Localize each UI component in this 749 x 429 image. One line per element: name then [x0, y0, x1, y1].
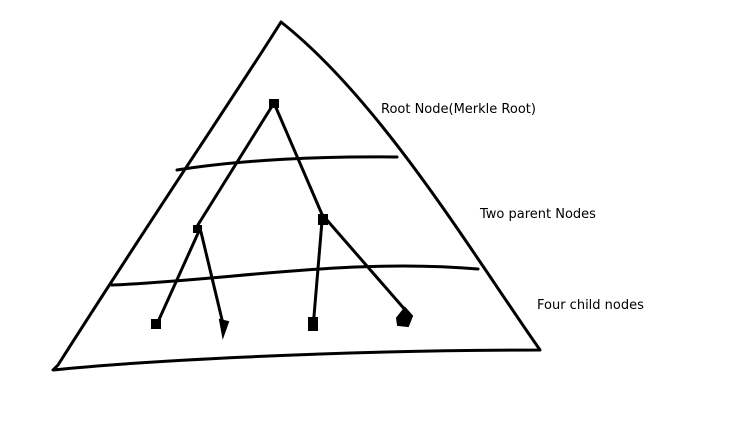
- child-node-1: [151, 319, 161, 329]
- edge-root-right-parent: [272, 101, 326, 221]
- parent-nodes-label: Two parent Nodes: [480, 207, 596, 222]
- root-node: [269, 99, 279, 108]
- pyramid-outline: [51, 20, 542, 372]
- edge-right-parent-child-4: [324, 217, 409, 314]
- edge-root-left-parent: [194, 101, 276, 230]
- right-parent-node: [318, 214, 328, 225]
- child-node-4: [395, 306, 414, 328]
- parent-level-divider: [110, 264, 480, 287]
- child-node-2: [218, 318, 230, 340]
- root-node-label: Root Node(Merkle Root): [381, 102, 536, 117]
- edge-left-parent-child-1: [155, 229, 201, 326]
- root-level-divider: [175, 155, 399, 172]
- edge-left-parent-child-2: [199, 230, 226, 330]
- left-parent-node: [193, 225, 202, 233]
- edge-right-parent-child-3: [311, 219, 324, 330]
- child-node-3: [308, 317, 318, 331]
- child-nodes-label: Four child nodes: [537, 298, 644, 313]
